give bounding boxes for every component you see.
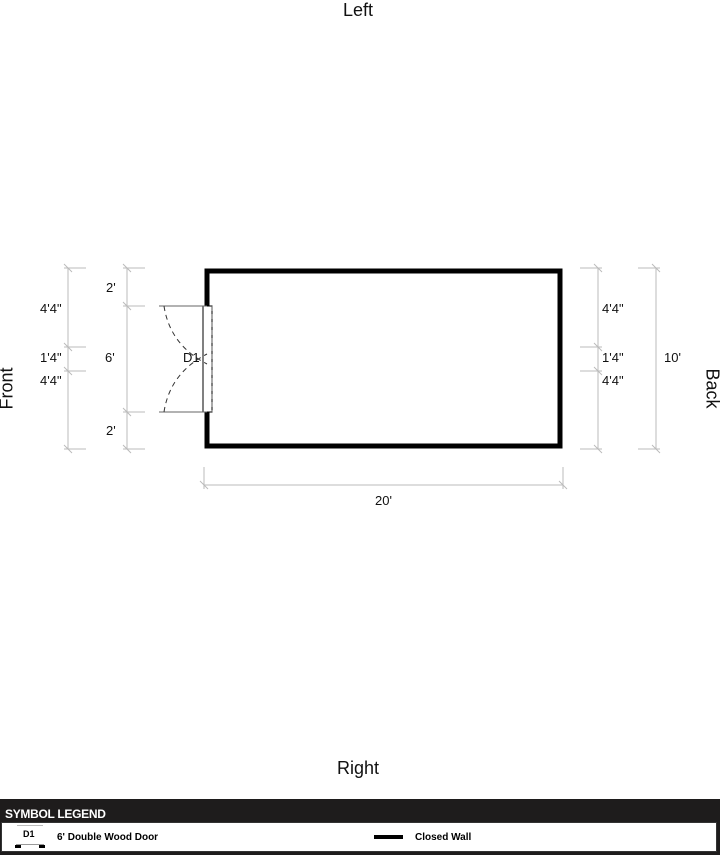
legend-row: D1 6' Double Wood Door Closed Wall xyxy=(1,822,717,852)
door-symbol-label: D1 xyxy=(23,829,35,839)
dim-back-bottom: 4'4" xyxy=(602,373,624,388)
dim-door-width: 6' xyxy=(105,350,115,365)
legend-door-label: 6' Double Wood Door xyxy=(57,832,159,843)
door-symbol-icon: D1 xyxy=(14,825,46,849)
dim-length: 20' xyxy=(375,493,392,508)
side-label-right: Right xyxy=(337,758,380,778)
dim-front-mid: 1'4" xyxy=(40,350,62,365)
side-label-left: Left xyxy=(343,0,374,20)
door-d1[interactable] xyxy=(159,305,213,413)
building-walls xyxy=(204,268,563,449)
dim-back-total: 10' xyxy=(664,350,681,365)
dim-back-mid: 1'4" xyxy=(602,350,624,365)
dim-back-top: 4'4" xyxy=(602,301,624,316)
dim-front-bottom: 4'4" xyxy=(40,373,62,388)
dim-front-top: 4'4" xyxy=(40,301,62,316)
closed-wall-icon xyxy=(374,835,403,839)
door-label: D1 xyxy=(183,350,200,365)
legend-title: SYMBOL LEGEND xyxy=(5,807,106,821)
floor-plan: 4'4" 1'4" 4'4" 2' 6' 2' D1 4'4" 1'4" 4'4… xyxy=(40,263,681,508)
legend-wall-label: Closed Wall xyxy=(415,832,472,843)
dim-door-top: 2' xyxy=(106,280,116,295)
symbol-legend: SYMBOL LEGEND D1 6' Double Wood Door Clo… xyxy=(0,799,720,855)
dimension-lines xyxy=(63,263,661,490)
dim-door-bottom: 2' xyxy=(106,423,116,438)
